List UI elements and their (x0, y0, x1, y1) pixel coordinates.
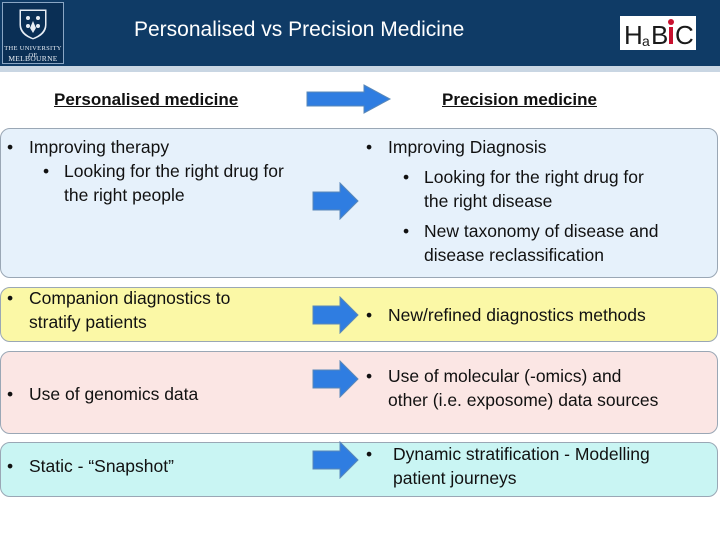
slide-title: Personalised vs Precision Medicine (134, 18, 465, 41)
row-panel-therapy-diagnosis (0, 128, 718, 278)
row4-left-item: Static - “Snapshot” (29, 456, 174, 476)
svg-text:H: H (624, 20, 643, 50)
row2-left-item-cont: stratify patients (29, 312, 147, 332)
svg-text:B: B (651, 20, 668, 50)
svg-text:a: a (642, 33, 650, 49)
row2-left-item: Companion diagnostics to (29, 288, 231, 308)
row4-right-item: Dynamic stratification - Modelling (393, 444, 650, 464)
habic-logo: H a B C (620, 14, 700, 52)
habic-logo-mark: H a B C (620, 16, 696, 50)
row3-arrow-icon (312, 360, 359, 398)
university-name-line2: MELBOURNE (8, 54, 58, 63)
bullet: • (7, 288, 14, 308)
heading-arrow-icon (306, 84, 392, 114)
bullet: • (43, 161, 50, 181)
row-panel-stratification (0, 442, 718, 497)
row-panel-diagnostics (0, 287, 718, 342)
row1-arrow-icon (312, 182, 359, 220)
row1-left-subitem: Looking for the right drug for (64, 161, 284, 181)
university-logo: THE UNIVERSITY OF MELBOURNE (2, 2, 64, 64)
bullet: • (7, 137, 14, 157)
row2-arrow-icon (312, 296, 359, 334)
bullet: • (366, 305, 373, 325)
bullet: • (366, 366, 373, 386)
bullet: • (366, 137, 373, 157)
row1-right-subitem-cont: the right disease (424, 191, 553, 211)
header-divider (0, 66, 720, 72)
row1-right-item: Improving Diagnosis (388, 137, 547, 157)
row1-right-subitem: Looking for the right drug for (424, 167, 644, 187)
row3-left-item: Use of genomics data (29, 384, 199, 404)
bullet: • (7, 456, 14, 476)
left-column-heading: Personalised medicine (54, 90, 239, 109)
right-column-heading: Precision medicine (442, 90, 597, 109)
row1-left-item: Improving therapy (29, 137, 170, 157)
crest-icon (18, 8, 48, 41)
row1-right-subitem-2-cont: disease reclassification (424, 245, 604, 265)
bullet: • (366, 444, 373, 464)
svg-text:C: C (675, 20, 694, 50)
bullet: • (7, 384, 14, 404)
row1-left-subitem-cont: the right people (64, 185, 185, 205)
row3-right-item-cont: other (i.e. exposome) data sources (388, 390, 659, 410)
row-panel-data (0, 351, 718, 434)
bullet: • (403, 221, 410, 241)
university-name-line1: THE UNIVERSITY OF (4, 45, 62, 59)
row2-right-item: New/refined diagnostics methods (388, 305, 646, 325)
row4-arrow-icon (312, 441, 359, 479)
bullet: • (403, 167, 410, 187)
row3-right-item: Use of molecular (-omics) and (388, 366, 622, 386)
row4-right-item-cont: patient journeys (393, 468, 517, 488)
header-bar: THE UNIVERSITY OF MELBOURNE Personalised… (0, 0, 720, 66)
row1-right-subitem-2: New taxonomy of disease and (424, 221, 659, 241)
